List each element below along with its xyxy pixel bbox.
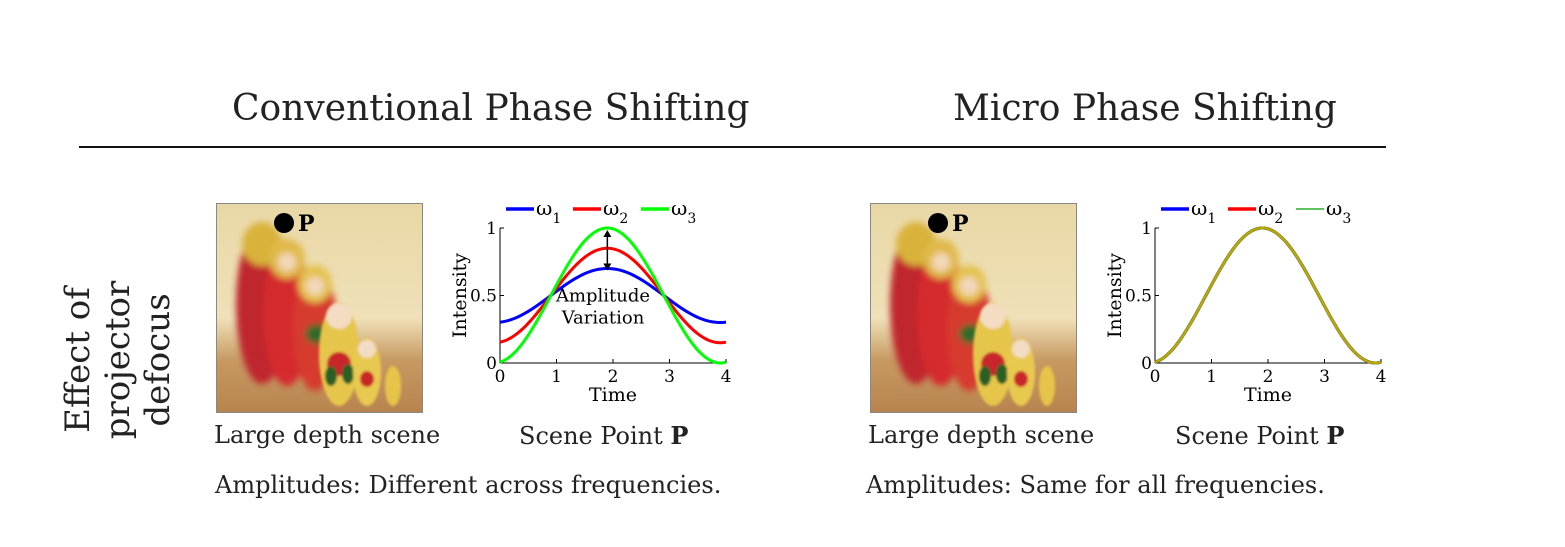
legend-label: ω1 xyxy=(1191,196,1216,227)
scene-photo-conventional: P xyxy=(216,203,423,413)
legend-label: ω2 xyxy=(603,196,628,227)
row-label-line-1: Effect of xyxy=(58,287,98,433)
y-tick-label: 0.5 xyxy=(470,287,497,307)
y-axis-label: Intensity xyxy=(1104,253,1126,338)
y-tick-label: 1 xyxy=(1141,219,1152,239)
legend-label: ω2 xyxy=(1258,196,1283,227)
y-tick-label: 1 xyxy=(486,219,497,239)
x-axis-label: Time xyxy=(1244,384,1292,406)
x-tick-label: 1 xyxy=(1206,367,1217,387)
series-line xyxy=(499,246,727,345)
y-tick-label: 0 xyxy=(1141,354,1152,374)
y-tick-label: 0.5 xyxy=(1125,287,1152,307)
scene-photo-micro: P xyxy=(870,203,1077,413)
point-marker xyxy=(274,213,294,233)
chart-caption-text: Scene Point xyxy=(519,422,663,450)
x-tick-label: 1 xyxy=(551,367,562,387)
column-title-micro: Micro Phase Shifting xyxy=(953,88,1337,129)
arrow-head-down xyxy=(603,263,612,271)
photo-caption-conventional: Large depth scene xyxy=(214,421,441,449)
header-divider xyxy=(79,146,1386,148)
chart-caption-conventional: Scene Point P xyxy=(519,421,688,450)
point-label: P xyxy=(298,211,315,237)
matryoshka-scene-image: P xyxy=(871,204,1076,412)
chart-caption-point: P xyxy=(1326,421,1345,450)
y-tick-label: 0 xyxy=(486,354,497,374)
legend-label: ω3 xyxy=(671,196,696,227)
annotation-line-2: Variation xyxy=(561,308,645,329)
x-tick-label: 3 xyxy=(1319,367,1330,387)
amplitude-note-conventional: Amplitudes: Different across frequencies… xyxy=(215,471,722,499)
x-tick-label: 4 xyxy=(1376,367,1387,387)
x-tick-label: 0 xyxy=(495,367,506,387)
chart-caption-text: Scene Point xyxy=(1175,422,1319,450)
row-label: Effect of projector defocus xyxy=(58,215,178,505)
series-line xyxy=(499,226,727,365)
x-axis-label: Time xyxy=(589,384,637,406)
legend-label: ω1 xyxy=(536,196,561,227)
legend-label: ω3 xyxy=(1326,196,1351,227)
series-overlay-line xyxy=(1154,226,1382,365)
series-line xyxy=(499,267,727,324)
point-label: P xyxy=(952,211,969,237)
y-axis-label: Intensity xyxy=(449,253,471,338)
annotation-line-1: Amplitude xyxy=(555,286,650,307)
arrow-head-up xyxy=(603,230,612,237)
chart-caption-micro: Scene Point P xyxy=(1175,421,1344,450)
amplitude-note-micro: Amplitudes: Same for all frequencies. xyxy=(866,471,1325,499)
column-title-conventional: Conventional Phase Shifting xyxy=(232,88,750,129)
x-tick-label: 4 xyxy=(721,367,732,387)
matryoshka-scene-image: P xyxy=(217,204,422,412)
x-tick-label: 3 xyxy=(664,367,675,387)
point-marker xyxy=(928,213,948,233)
photo-caption-micro: Large depth scene xyxy=(868,421,1095,449)
x-tick-label: 2 xyxy=(608,367,619,387)
x-tick-label: 2 xyxy=(1263,367,1274,387)
chart-caption-point: P xyxy=(670,421,689,450)
x-tick-label: 0 xyxy=(1150,367,1161,387)
row-label-line-2: projector defocus xyxy=(98,280,178,440)
